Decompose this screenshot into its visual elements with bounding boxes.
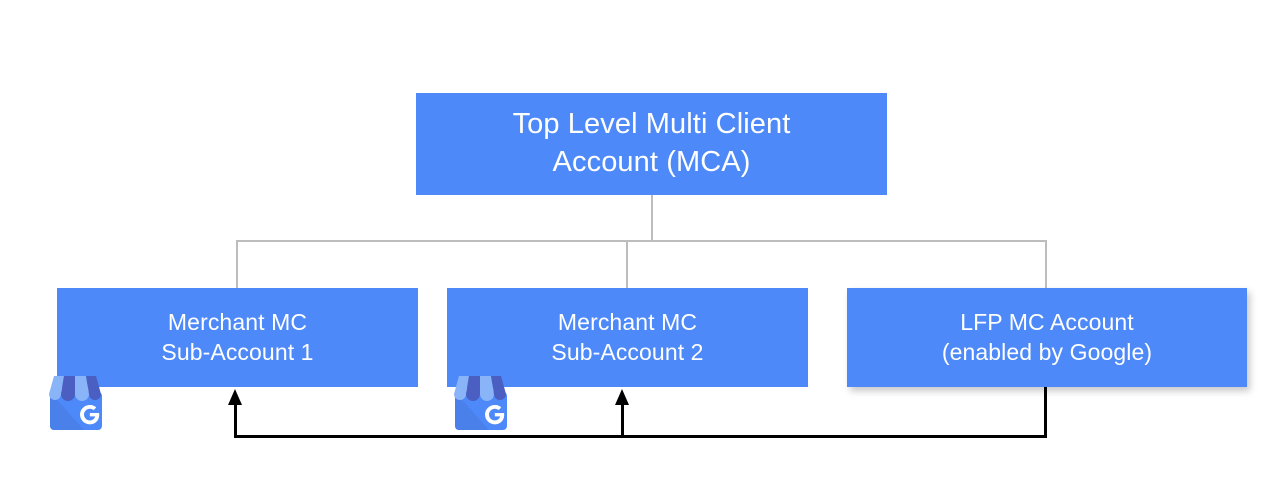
storefront-icon-glyph	[49, 376, 102, 430]
node-merchant-sub-account-2[interactable]: Merchant MC Sub-Account 2	[447, 288, 808, 387]
connector-drop-sub2	[626, 240, 628, 289]
connector-drop-lfp	[1045, 240, 1047, 289]
arrow-segment-lfp-down	[1044, 387, 1047, 437]
node-top-level-mca-label: Top Level Multi Client Account (MCA)	[512, 108, 791, 178]
connector-drop-sub1	[236, 240, 238, 289]
google-business-profile-storefront-icon	[43, 368, 109, 432]
arrow-segment-up-sub2	[621, 399, 624, 437]
node-merchant-sub-account-2-label: Merchant MC Sub-Account 2	[551, 308, 704, 365]
storefront-icon-glyph	[454, 376, 507, 430]
arrow-segment-base	[234, 435, 1047, 438]
node-top-level-mca[interactable]: Top Level Multi Client Account (MCA)	[416, 93, 887, 195]
node-lfp-mc-account[interactable]: LFP MC Account (enabled by Google)	[847, 288, 1247, 387]
node-merchant-sub-account-1-label: Merchant MC Sub-Account 1	[161, 308, 314, 365]
arrowhead-into-sub1-icon	[228, 389, 242, 405]
arrow-segment-up-sub1	[234, 399, 237, 437]
connector-horizontal-bus	[236, 240, 1047, 242]
arrowhead-into-sub2-icon	[615, 389, 629, 405]
google-business-profile-storefront-icon	[448, 368, 514, 432]
connector-top-stem	[651, 195, 653, 242]
node-lfp-mc-account-label: LFP MC Account (enabled by Google)	[941, 308, 1153, 365]
node-merchant-sub-account-1[interactable]: Merchant MC Sub-Account 1	[57, 288, 418, 387]
